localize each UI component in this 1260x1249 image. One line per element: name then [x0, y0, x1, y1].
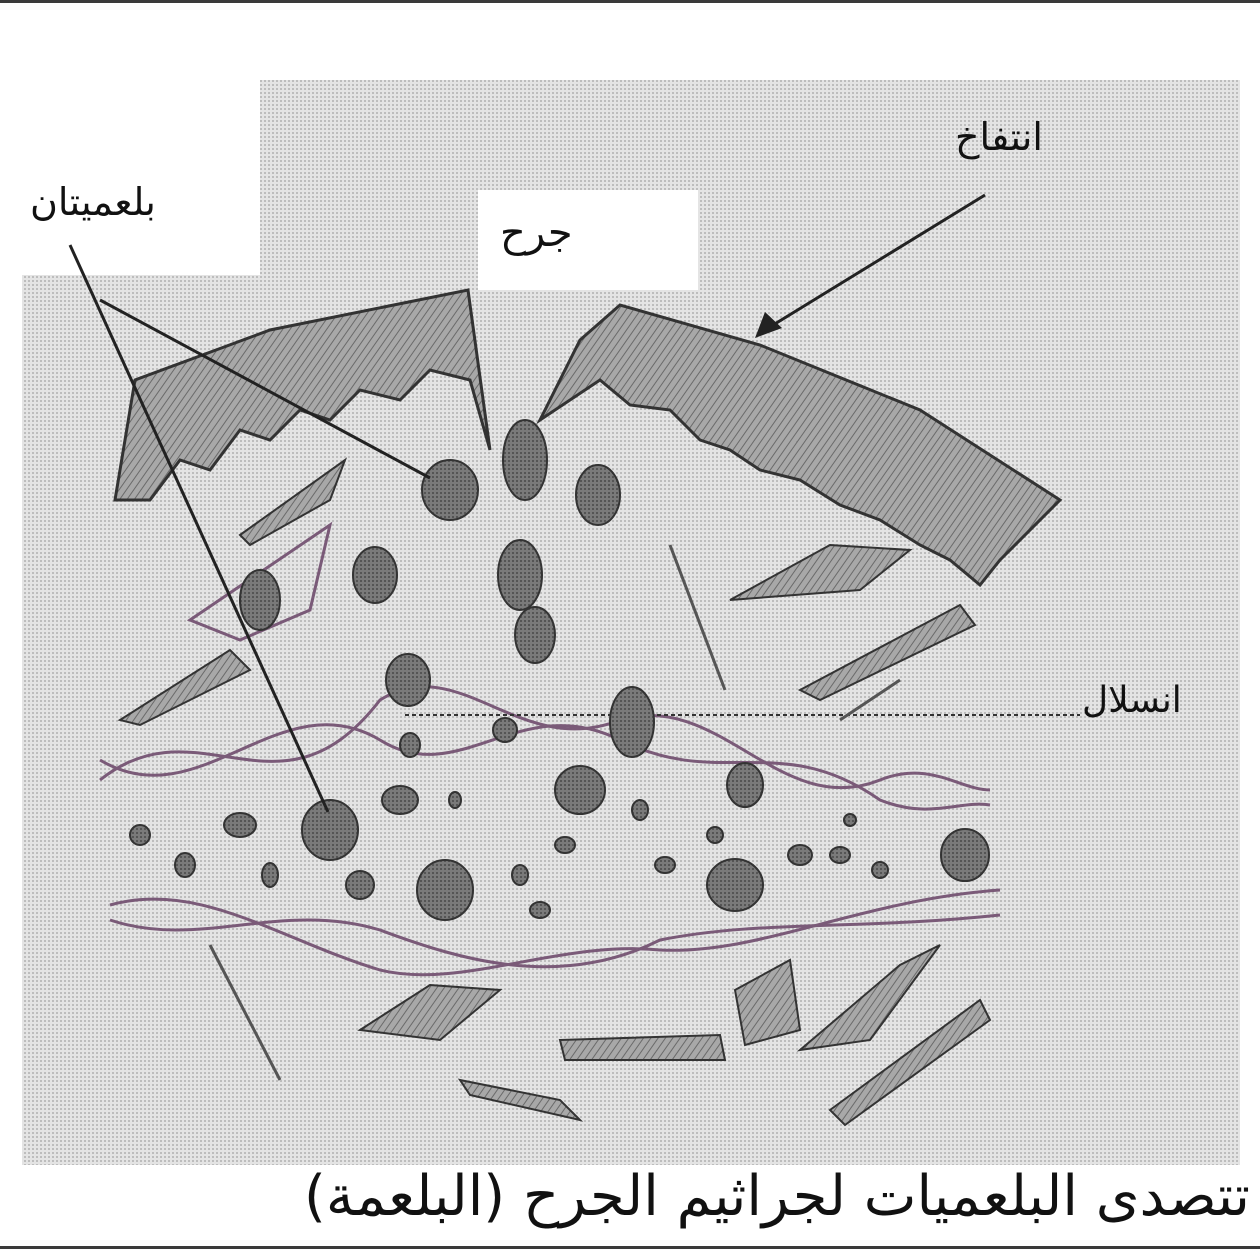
label-diapedesis: انسلال — [1082, 680, 1182, 721]
label-swelling: انتفاخ — [955, 115, 1043, 159]
label-phagocytes: بلعميتان — [30, 180, 156, 224]
label-area-left — [22, 80, 260, 275]
figure-caption: تتصدى البلعميات لجراثيم الجرح (البلعمة) — [300, 1164, 1250, 1229]
label-wound: جرح — [500, 210, 573, 256]
